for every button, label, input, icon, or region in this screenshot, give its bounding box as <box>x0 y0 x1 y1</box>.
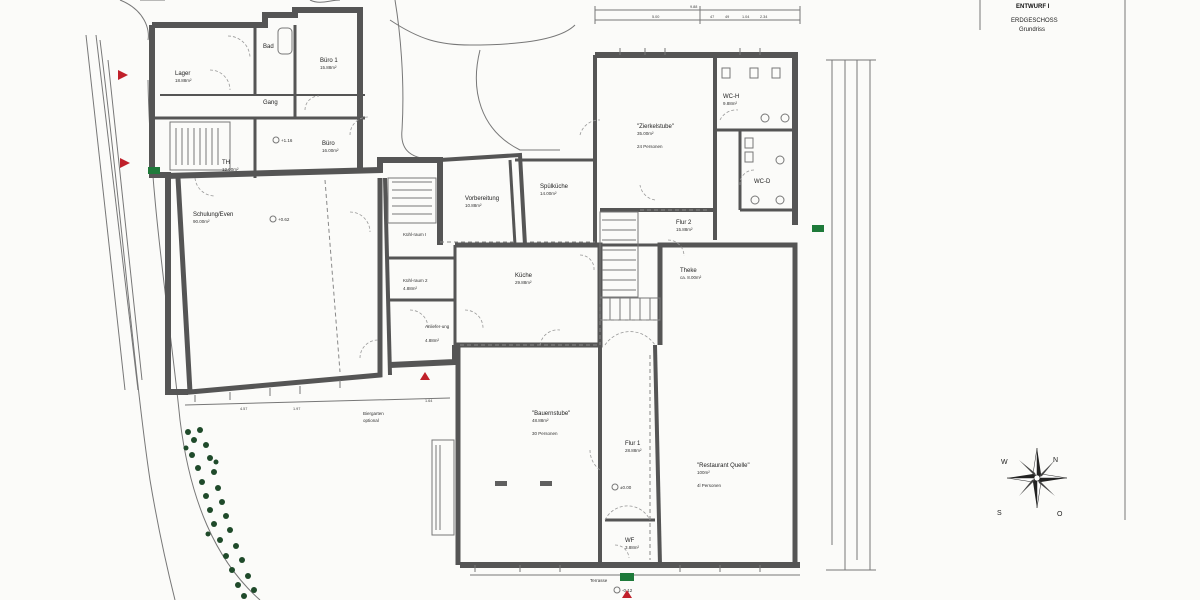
room-name-vorbereitung: Vorbereitung <box>465 196 499 202</box>
room-area-theke: ca. 8.00m² <box>680 275 702 280</box>
dim-bottom-0: 4.57 <box>240 407 247 411</box>
column <box>495 481 507 486</box>
compass-n: N <box>1053 457 1058 464</box>
title-line2: ERDGESCHOSS <box>1011 18 1058 24</box>
room-name-wch: WC-H <box>723 94 739 100</box>
entrance-arrow-icon <box>118 70 128 80</box>
room-name-kuehlraum2: Kühl-raum 2 <box>403 278 428 283</box>
room-area-bauernstube: 48.88m² <box>532 418 549 423</box>
room-name-flur1: Flur 1 <box>625 441 641 447</box>
exit-sign-icon <box>148 167 160 174</box>
site-lines <box>99 0 576 600</box>
wc-fixtures <box>277 27 790 205</box>
terrasse-label: Terrasse <box>590 578 608 583</box>
room-name-restaurant: "Restaurant Quelle" <box>697 463 750 469</box>
room-name-th: TH <box>222 160 230 166</box>
room-name-kuehlraum1: Kühl-raum I <box>403 232 426 237</box>
room-area-flur2: 15.88m² <box>676 227 693 232</box>
room-area-kueche: 29.88m² <box>515 280 532 285</box>
exit-signs <box>148 167 824 581</box>
room-name-bauernstube: "Bauernstube" <box>532 411 570 417</box>
room-area-vorbereitung: 10.88m² <box>465 203 482 208</box>
dashed-lines <box>324 179 710 560</box>
title-line1: ENTWURF I <box>1016 4 1050 10</box>
compass-o: O <box>1057 511 1063 518</box>
room-name-wcd: WC-D <box>754 179 771 185</box>
annotations: +1.16 +0.62 ±0.00 -0.12 Biergarten optio… <box>184 136 800 594</box>
room-name-schulung: Schulung/Even <box>193 212 233 218</box>
title-line3: Grundriss <box>1019 27 1045 33</box>
dim-top-5: 2.34 <box>760 15 767 19</box>
room-area-restaurant: 100m² <box>697 470 710 475</box>
dim-top-0: 9.88 <box>690 5 697 9</box>
room-name-theke: Theke <box>680 268 697 274</box>
room-name-anlieferung: Anliefer-ung <box>425 324 450 329</box>
room-seats-bauernstube: 30 Personen <box>532 431 558 436</box>
biergarten-label: Biergarten <box>363 411 384 416</box>
room-area-flur1: 28.88m² <box>625 448 642 453</box>
dim-top-2: 47 <box>710 15 714 19</box>
column <box>540 481 552 486</box>
room-name-buero: Büro <box>322 141 335 147</box>
walls <box>149 7 800 568</box>
room-area-zierkelstube: 35.00m² <box>637 131 654 136</box>
dim-top-3: 49 <box>725 15 729 19</box>
biergarten-optional: optional <box>363 418 379 423</box>
room-area-kuehlraum2: 4.88m² <box>403 286 418 291</box>
exit-sign-icon <box>812 225 824 232</box>
compass-w: W <box>1001 459 1008 466</box>
room-area-buero: 16.00m² <box>322 148 339 153</box>
room-area-wf: 3.88m² <box>625 545 640 550</box>
room-labels: Lager 18.88m² Bad Büro 1 15.88m² Gang Bü… <box>175 44 771 550</box>
compass-rose: W N S O <box>997 447 1068 518</box>
room-area-buero1: 15.88m² <box>320 65 337 70</box>
room-name-wf: WF <box>625 538 635 544</box>
entrance-arrow-icon <box>420 372 430 380</box>
room-area-schulung: 90.00m² <box>193 219 210 224</box>
title-block: ENTWURF I ERDGESCHOSS Grundriss <box>979 0 1058 33</box>
room-area-th: 12.00m² <box>222 167 239 172</box>
window-marks <box>194 48 761 572</box>
doors <box>194 35 755 559</box>
room-name-gang: Gang <box>263 100 278 106</box>
room-name-spuelkueche: Spülküche <box>540 184 569 190</box>
room-area-spuelkueche: 14.00m² <box>540 191 557 196</box>
entrance-arrows <box>118 70 632 598</box>
left-dimensions <box>85 34 143 391</box>
room-name-buero1: Büro 1 <box>320 58 338 64</box>
level-mark-4: -0.12 <box>622 588 633 593</box>
compass-s: S <box>997 510 1002 517</box>
room-area-lager: 18.88m² <box>175 78 192 83</box>
dim-bottom-1: 1.97 <box>293 407 300 411</box>
level-mark-2: +0.62 <box>278 217 290 222</box>
exit-sign-icon <box>620 573 634 581</box>
room-name-lager: Lager <box>175 71 190 77</box>
room-area-anlieferung: 4.88m² <box>425 338 440 343</box>
room-seats-restaurant: 4l Personen <box>697 483 722 488</box>
entrance-arrow-icon <box>120 158 130 168</box>
room-seats-zierkelstube: 24 Personen <box>637 144 663 149</box>
dim-bottom-2: 1.64 <box>425 399 432 403</box>
room-name-kueche: Küche <box>515 273 533 279</box>
level-mark-3: ±0.00 <box>620 485 632 490</box>
entrance-arrow-icon <box>622 590 632 598</box>
room-name-zierkelstube: "Zierkelstube" <box>637 124 674 130</box>
room-name-bad: Bad <box>263 44 274 50</box>
dim-top-1: 5.00 <box>652 15 659 19</box>
room-area-wch: 9.88m² <box>723 101 738 106</box>
top-dimensions: 5.00 9.88 47 49 1.04 2.34 <box>594 5 801 24</box>
dim-top-4: 1.04 <box>742 15 749 19</box>
room-name-flur2: Flur 2 <box>676 220 692 226</box>
level-mark-1: +1.16 <box>281 138 293 143</box>
hedge <box>183 427 257 599</box>
right-dimensions <box>826 59 876 571</box>
